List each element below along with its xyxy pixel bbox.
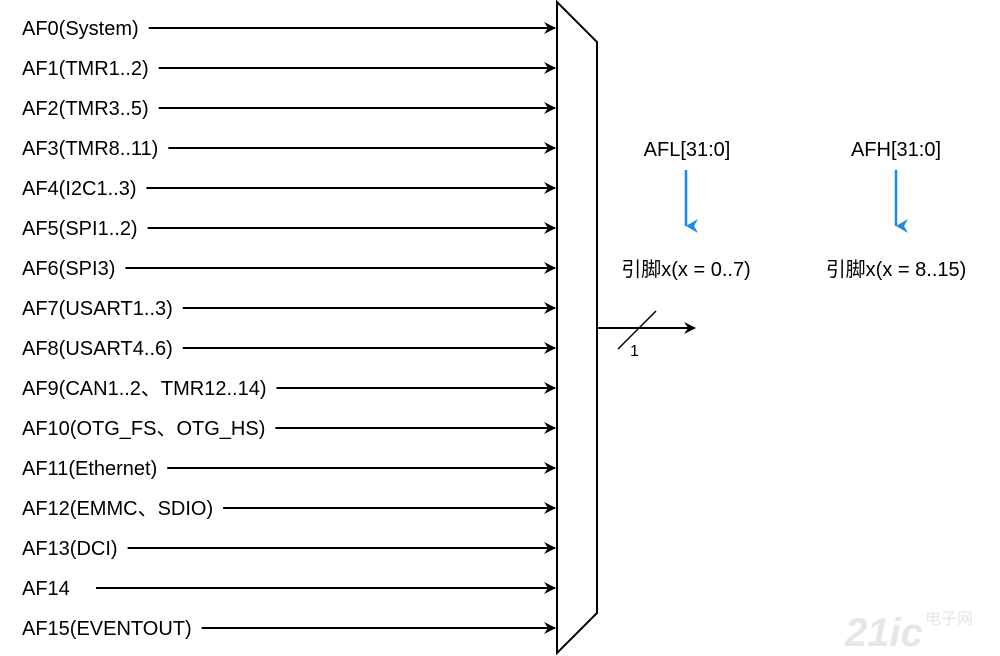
input-label: AF14 — [22, 578, 70, 600]
input-label: AF0(System) — [22, 18, 139, 40]
register-afl: AFL[31:0] 引脚x(x = 0..7) — [621, 139, 750, 281]
input-label: AF1(TMR1..2) — [22, 58, 149, 80]
input-label: AF12(EMMC、SDIO) — [22, 498, 213, 520]
input-label: AF2(TMR3..5) — [22, 98, 149, 120]
input-label: AF8(USART4..6) — [22, 338, 173, 360]
bus-slash — [617, 310, 657, 350]
input-label: AF9(CAN1..2、TMR12..14) — [22, 378, 267, 400]
register-afl-name: AFL[31:0] — [644, 139, 731, 161]
input-label: AF13(DCI) — [22, 538, 118, 560]
input-label: AF10(OTG_FS、OTG_HS) — [22, 418, 265, 440]
watermark-logo: 21ic 电子网 — [844, 610, 973, 655]
input-label: AF6(SPI3) — [22, 258, 115, 280]
input-label: AF15(EVENTOUT) — [22, 618, 192, 640]
multiplexer — [556, 0, 598, 656]
register-afh: AFH[31:0] 引脚x(x = 8..15) — [826, 139, 967, 281]
register-afh-name: AFH[31:0] — [851, 139, 941, 161]
input-label: AF11(Ethernet) — [22, 458, 157, 480]
input-label: AF3(TMR8..11) — [22, 138, 158, 160]
input-label: AF7(USART1..3) — [22, 298, 173, 320]
register-afl-pins: 引脚x(x = 0..7) — [621, 258, 750, 281]
input-lines: AF0(System) AF1(TMR1..2) AF2(TMR3..5) AF3(T… — [22, 18, 556, 640]
input-label: AF4(I2C1..3) — [22, 178, 136, 200]
register-afh-pins: 引脚x(x = 8..15) — [826, 258, 967, 281]
bus-width-label: 1 — [630, 343, 639, 360]
watermark-sub: 电子网 — [925, 610, 973, 628]
input-label: AF5(SPI1..2) — [22, 218, 138, 240]
watermark-brand: 21ic — [844, 611, 923, 655]
